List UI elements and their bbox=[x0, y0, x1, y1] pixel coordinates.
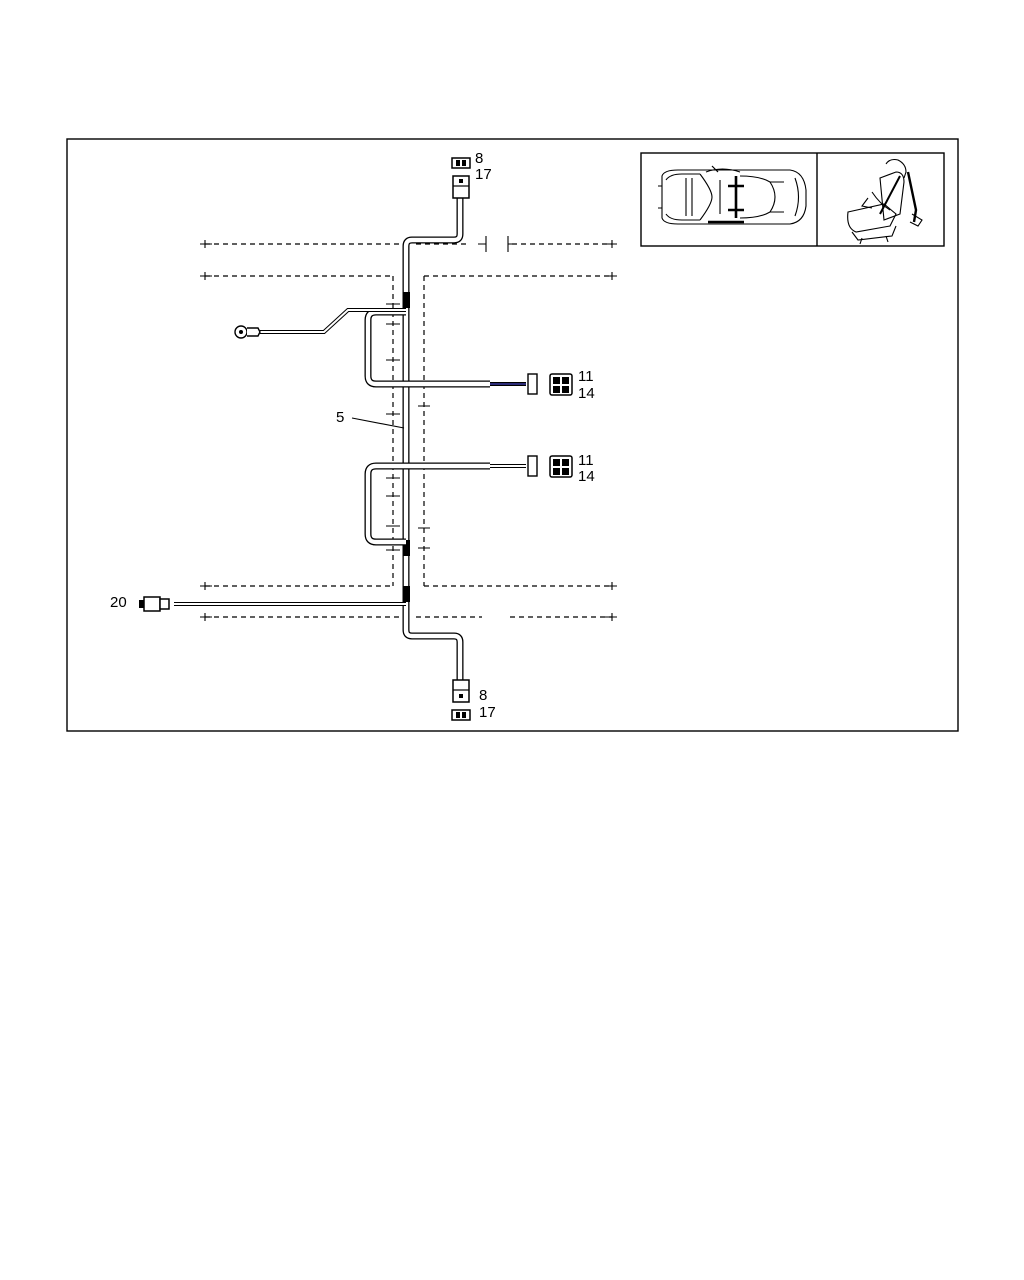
label-bottom-8: 8 bbox=[479, 687, 487, 704]
label-top-17: 17 bbox=[475, 166, 492, 183]
ground-terminal-icon bbox=[234, 325, 261, 339]
harness-leader-line bbox=[351, 417, 405, 429]
car-top-view-icon bbox=[658, 165, 807, 225]
label-lower-14: 14 bbox=[578, 468, 595, 485]
label-upper-11: 11 bbox=[578, 368, 594, 385]
body-outline bbox=[200, 236, 617, 621]
inset-frame bbox=[640, 152, 945, 247]
label-upper-14: 14 bbox=[578, 385, 595, 402]
label-side-20: 20 bbox=[110, 594, 127, 611]
label-lower-11: 11 bbox=[578, 452, 594, 469]
inset-panel bbox=[640, 152, 945, 247]
main-harness bbox=[402, 198, 464, 680]
lower-plug-icon bbox=[549, 455, 573, 478]
lower-branch bbox=[364, 455, 538, 546]
upper-plug-icon bbox=[549, 373, 573, 396]
diagram-frame bbox=[66, 138, 959, 732]
upper-branch bbox=[364, 308, 538, 395]
side-wire bbox=[139, 596, 406, 612]
label-top-8: 8 bbox=[475, 150, 483, 167]
label-bottom-17: 17 bbox=[479, 704, 496, 721]
seat-with-belt-icon bbox=[847, 158, 923, 245]
label-harness-5: 5 bbox=[336, 409, 344, 426]
top-connector-icon bbox=[451, 157, 471, 199]
bottom-connector-icon bbox=[451, 679, 471, 721]
side-connector-icon bbox=[139, 596, 170, 612]
ground-wire bbox=[234, 308, 406, 339]
